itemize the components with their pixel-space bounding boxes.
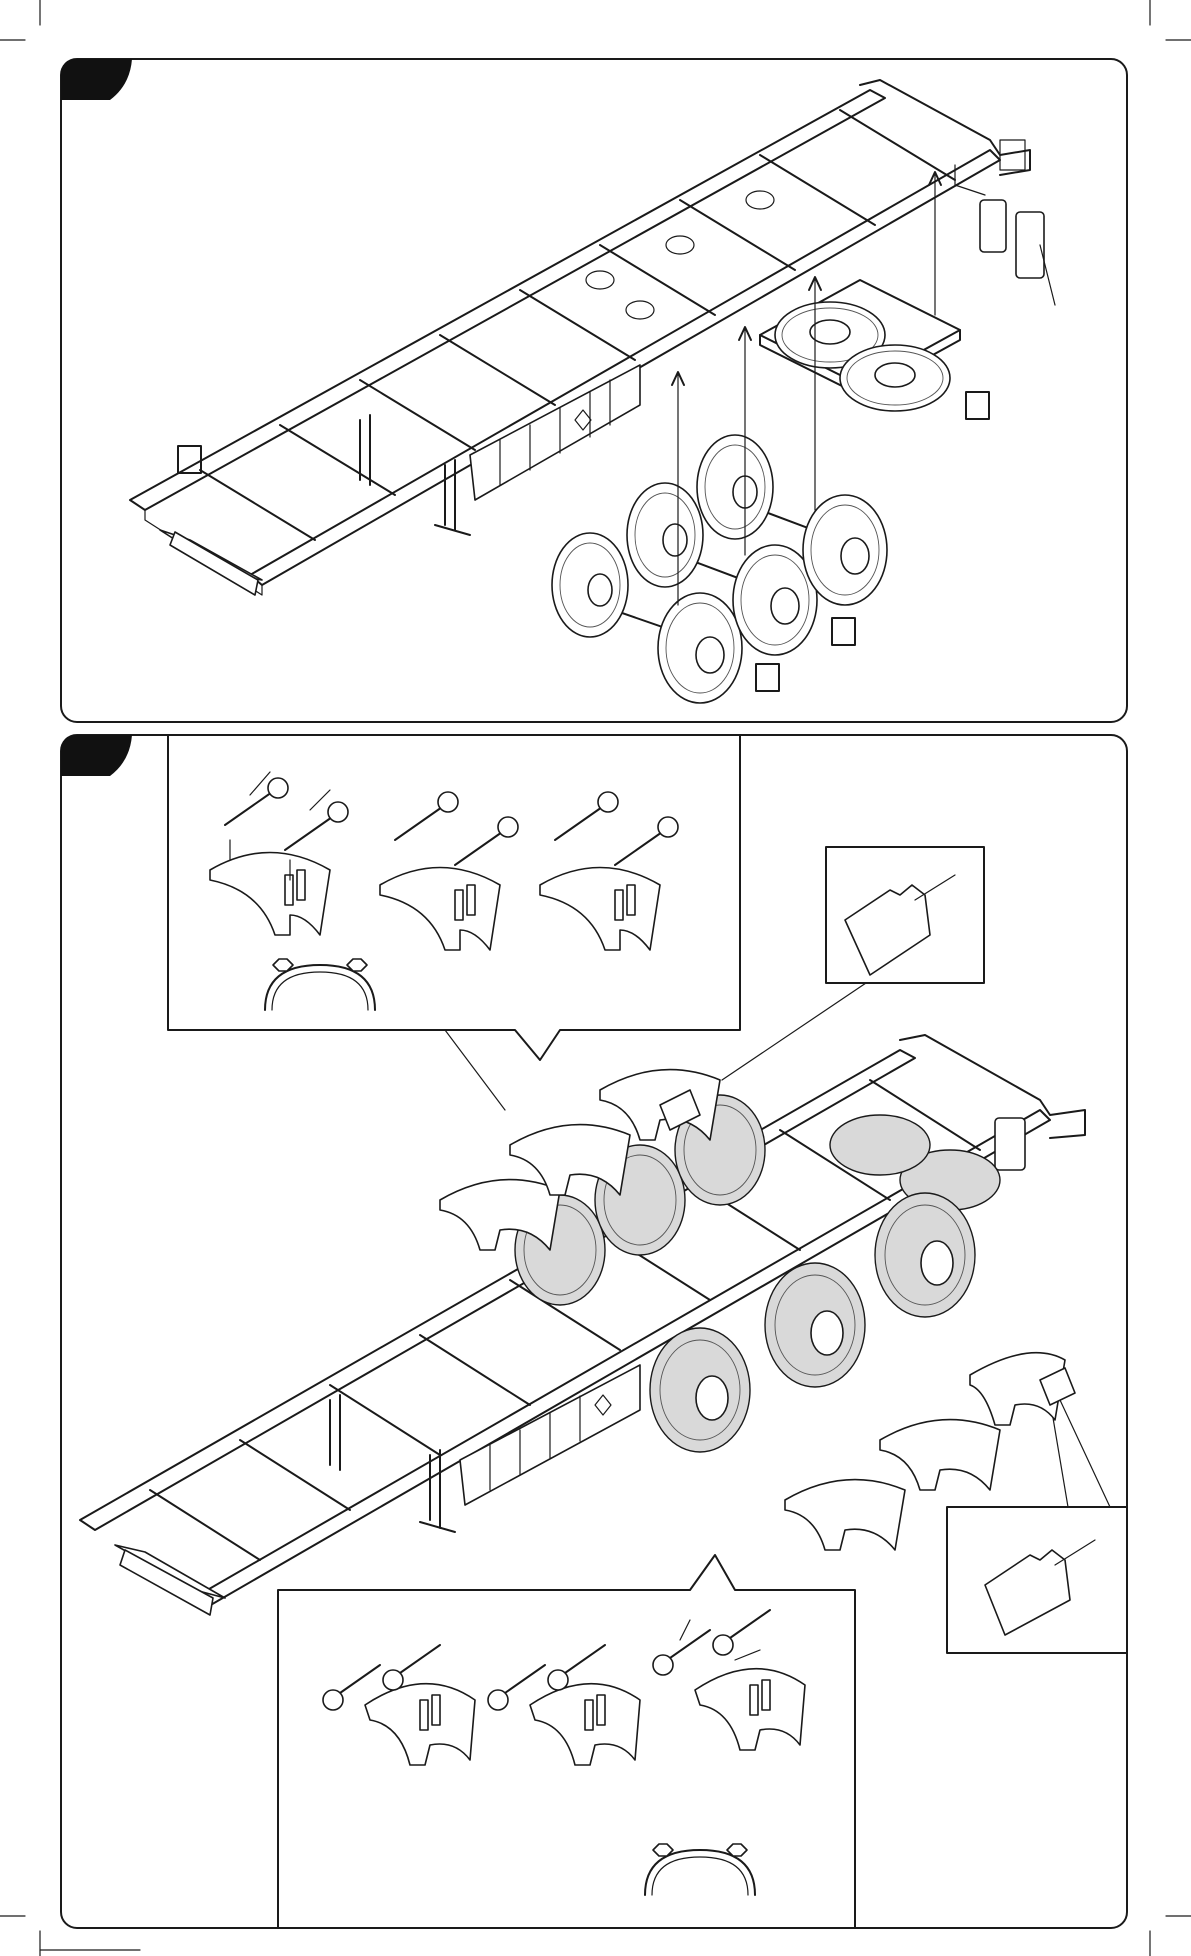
fender-group-4 xyxy=(323,1645,475,1765)
front-wheel-1 xyxy=(650,1328,750,1452)
step-panel-1 xyxy=(61,59,1127,722)
inset-fender-bottom xyxy=(278,1555,855,1928)
fender-bracket-bottom xyxy=(645,1844,755,1895)
wheel-3 xyxy=(697,435,773,539)
fender-group-2 xyxy=(380,792,518,950)
inset-fender-top xyxy=(168,736,740,1060)
fender-group-1 xyxy=(210,772,348,935)
step-number-tab xyxy=(61,59,132,100)
wheel-4 xyxy=(658,593,742,703)
callout-box-c xyxy=(832,618,855,645)
front-wheel-2 xyxy=(765,1263,865,1387)
fender-group-3 xyxy=(540,792,678,950)
spare-tire-carrier xyxy=(760,280,960,411)
wheel-6 xyxy=(803,495,887,605)
trailer-chassis-2 xyxy=(80,1035,1085,1615)
fender-group-5 xyxy=(488,1645,640,1765)
callout-leaders xyxy=(445,1030,505,1110)
step-panel-2 xyxy=(61,735,1127,1928)
step-number-tab xyxy=(61,735,132,776)
wheel-1 xyxy=(552,533,628,637)
callout-box-b xyxy=(966,392,989,419)
front-wheel-3 xyxy=(875,1193,975,1317)
axle-assembly xyxy=(552,435,887,703)
trailer-chassis-1 xyxy=(130,80,1030,595)
fender-group-6 xyxy=(653,1610,805,1750)
fender-bracket-top xyxy=(265,959,375,1010)
spare-tire-2 xyxy=(840,345,950,411)
callout-box-d xyxy=(756,664,779,691)
wheel-2 xyxy=(627,483,703,587)
callout-box-a xyxy=(178,446,201,473)
rear-light-parts xyxy=(955,165,1055,305)
